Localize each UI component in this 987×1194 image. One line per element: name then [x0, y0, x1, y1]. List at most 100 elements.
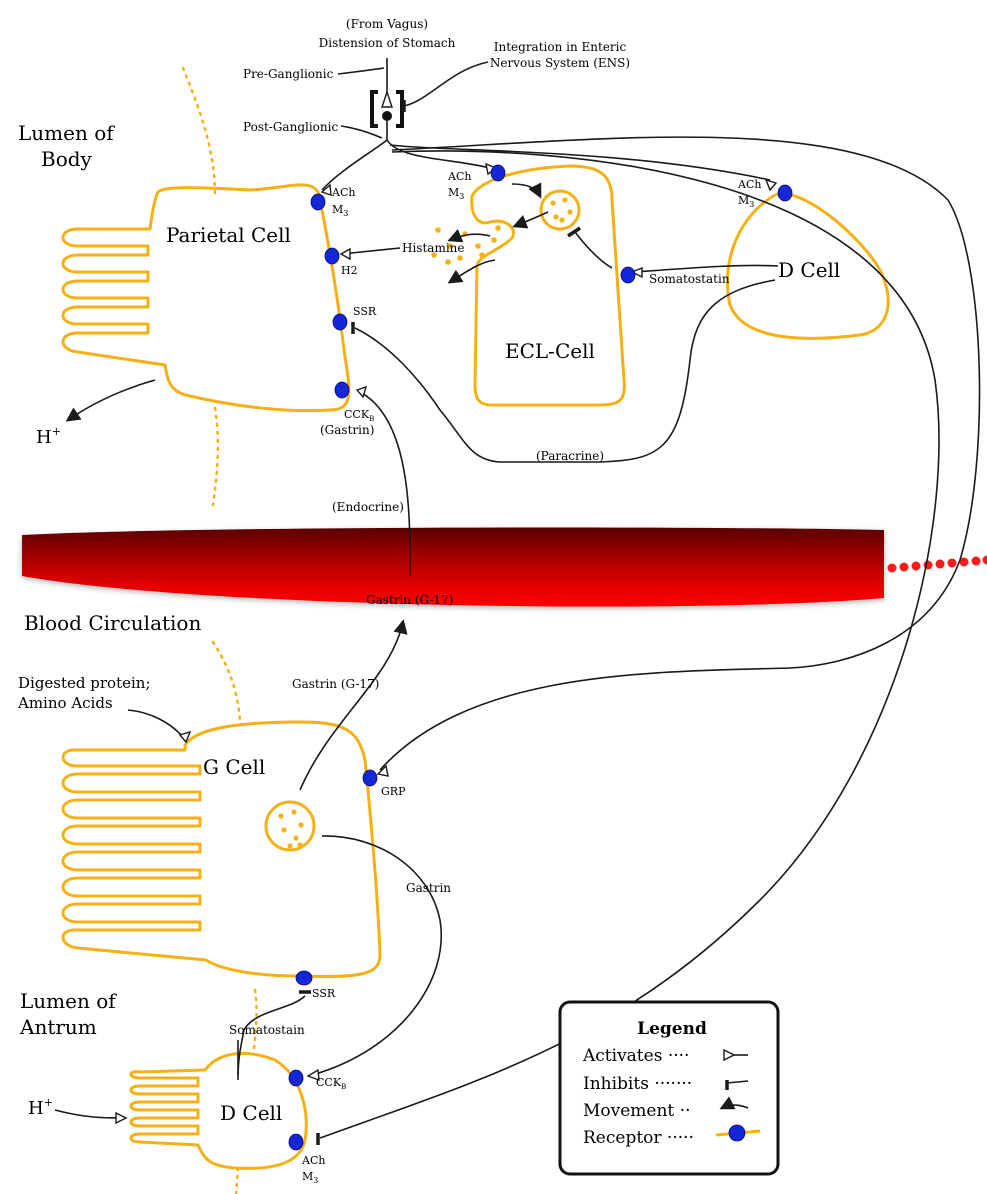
ach-ecl-label: ACh	[447, 170, 471, 183]
ecl-cell-label: ECL-Cell	[505, 339, 595, 363]
gastrin-label: Gastrin	[406, 881, 451, 895]
svg-text:CCKB: CCKB	[316, 1076, 346, 1091]
receptor-ssr-g	[295, 970, 313, 986]
digested-protein-label-2: Amino Acids	[17, 694, 113, 712]
vagus-source-label: (From Vagus)	[346, 17, 428, 31]
lumen-antrum-label-2: Antrum	[19, 1015, 97, 1039]
ens-connector	[403, 61, 489, 107]
histamine-release-arrow-2	[447, 259, 496, 284]
ach-dcell-activator	[764, 178, 778, 192]
ganglion-activate-triangle	[381, 89, 393, 108]
svg-text:M3: M3	[332, 203, 348, 218]
wire-dcell-to-ssr-g	[237, 995, 306, 1081]
svg-text:M3: M3	[738, 194, 754, 209]
vagus-stimulus-label: Distension of Stomach	[319, 36, 456, 50]
ens-label-line1: Integration in Enteric	[494, 40, 627, 54]
d-cell-body-label: D Cell	[778, 258, 840, 282]
svg-text:H+: H+	[28, 1096, 53, 1119]
legend-activate-icon	[723, 1048, 736, 1062]
blood-circulation-label: Blood Circulation	[24, 611, 201, 635]
cckb-dcell-activator	[306, 1068, 320, 1082]
ecl-vesicle	[539, 189, 581, 231]
histamine-release-arrow-1	[447, 228, 491, 243]
ganglion	[370, 58, 489, 128]
wire-somatostatin-to-ecl	[634, 264, 779, 273]
post-ganglionic-label: Post-Ganglionic	[243, 120, 338, 134]
receptors	[288, 164, 793, 1151]
ach-dcell-antrum-label: ACh	[301, 1154, 325, 1167]
legend-box	[558, 1000, 780, 1176]
g-cell-gastrin-release-arrow	[299, 619, 408, 791]
svg-text:M3: M3	[302, 1170, 318, 1185]
wire-h-plus-antrum	[54, 1109, 123, 1119]
somatostatin-ecl-activator	[630, 266, 643, 279]
pre-ganglionic-label: Pre-Ganglionic	[243, 67, 334, 81]
endocrine-label: (Endocrine)	[332, 500, 404, 514]
wire-post-to-dcell	[389, 144, 771, 181]
grp-label: GRP	[381, 785, 406, 798]
parietal-cell-label: Parietal Cell	[166, 223, 291, 247]
membrane-dotted-lines	[181, 66, 258, 1194]
gastrin-blood-label: Gastrin (G-17)	[366, 593, 453, 607]
parietal-h-plus-arrow	[65, 379, 156, 422]
grp-activator	[376, 764, 389, 777]
svg-text:H+: H+	[36, 425, 61, 448]
digested-protein-activator	[178, 730, 192, 744]
digested-protein-label-1: Digested protein;	[18, 674, 151, 692]
ecl-cell-membrane	[470, 164, 626, 407]
blood-dotted-extension	[887, 555, 987, 573]
digested-protein-connector	[127, 709, 185, 739]
receptor-cckb-dcell	[288, 1069, 304, 1087]
legend-activates: Activates ····	[582, 1046, 689, 1066]
g-cell-label: G Cell	[203, 755, 265, 779]
lumen-body-label-2: Body	[41, 147, 93, 171]
receptor-somatostatin-ecl	[620, 266, 636, 284]
wire-paracrine	[354, 279, 776, 463]
wire-ecl-to-vesicle-inhibit	[574, 231, 613, 269]
wire-post-to-antrum-dcell	[319, 150, 940, 1139]
ach-parietal-label: ACh	[331, 186, 355, 199]
ganglion-neuron-body	[382, 111, 392, 121]
d-cell-body-membrane	[725, 192, 890, 340]
svg-text:CCKB: CCKB	[344, 408, 374, 423]
wire-endocrine	[359, 391, 411, 577]
paracrine-label: (Paracrine)	[536, 449, 604, 463]
antrum-h-plus-activator	[115, 1111, 128, 1125]
gastrin-g17-label: Gastrin (G-17)	[292, 677, 379, 691]
receptor-grp	[362, 769, 378, 787]
legend-receptor-icon	[728, 1124, 746, 1142]
somatostatin-label: Somatostatin	[649, 272, 730, 286]
ens-label-line2: Nervous System (ENS)	[490, 56, 630, 70]
lumen-antrum-label-1: Lumen of	[20, 989, 117, 1013]
legend-title: Legend	[637, 1019, 707, 1039]
receptor-cckb-parietal	[334, 381, 350, 399]
histamine-label: Histamine	[402, 241, 464, 255]
ecl-vesicle-inhibit-bar	[567, 226, 581, 238]
legend: Legend Activates ···· Inhibits ······· M…	[558, 1000, 780, 1176]
g-cell-vesicle	[264, 800, 316, 852]
somatostain-label: Somatostain	[229, 1023, 305, 1037]
svg-text:M3: M3	[448, 186, 464, 201]
wire-post-to-ecl	[386, 139, 491, 169]
wire-g-to-dcell-cckb	[311, 835, 442, 1076]
parietal-cell-membrane	[61, 183, 351, 413]
legend-movement: Movement ··	[583, 1101, 690, 1121]
receptor-h2	[324, 247, 340, 265]
cckb-parietal-activator	[355, 385, 368, 399]
h2-activator	[339, 247, 351, 261]
ecl-arrow-from-vesicle	[512, 211, 549, 229]
wire-post-to-parietal	[321, 121, 388, 191]
legend-movement-icon	[719, 1096, 749, 1110]
lumen-body-label-1: Lumen of	[18, 121, 115, 145]
receptor-ssr-parietal	[332, 313, 348, 331]
blood-vessel	[22, 527, 987, 609]
ssr-g-label: SSR	[312, 987, 336, 1000]
legend-inhibits: Inhibits ·······	[583, 1074, 692, 1094]
d-cell-antrum-label: D Cell	[220, 1101, 282, 1125]
ach-parietal-activator	[320, 183, 332, 197]
d-cell-antrum-membrane	[129, 1051, 308, 1170]
receptor-ach-m3-parietal	[310, 193, 326, 211]
ecl-arrow-to-vesicle	[511, 182, 542, 199]
receptor-ach-m3-ecl	[490, 164, 506, 182]
